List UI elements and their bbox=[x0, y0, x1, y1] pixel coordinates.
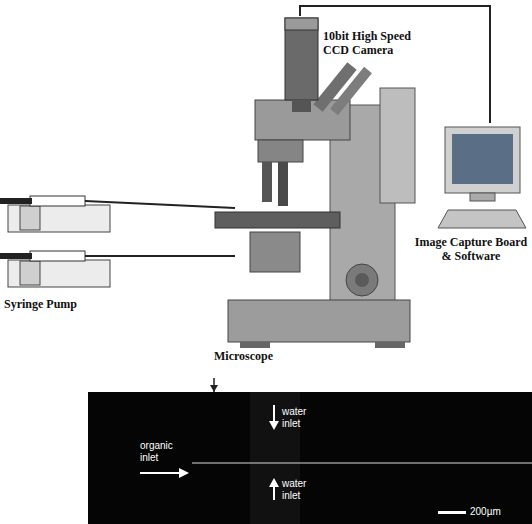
microscope-illustration-part bbox=[215, 212, 340, 228]
image-annotation: water inlet bbox=[282, 478, 316, 501]
syringe-pump-illustration-part bbox=[8, 260, 110, 287]
computer-illustration-part bbox=[452, 134, 513, 184]
microscope-illustration-part bbox=[355, 273, 369, 287]
microscope-illustration-part bbox=[334, 70, 368, 112]
component-label: Microscope bbox=[212, 350, 275, 364]
computer-illustration-part bbox=[438, 210, 526, 228]
micrograph-panel: water inlet organic inlet water inlet 200µm bbox=[88, 392, 532, 524]
component-label: Syringe Pump bbox=[4, 298, 109, 312]
view-arrow bbox=[210, 378, 218, 392]
syringe-tube bbox=[115, 256, 210, 257]
ccd-camera-illustration-part bbox=[285, 18, 318, 100]
syringe-pump-illustration-part bbox=[0, 253, 32, 259]
microscope-illustration-part bbox=[250, 232, 300, 272]
syringe-pump-illustration-part bbox=[0, 198, 32, 204]
image-annotation: 200µm bbox=[470, 506, 520, 518]
syringe-pump-illustration-part bbox=[8, 205, 110, 232]
syringe-pump-illustration-part bbox=[20, 206, 40, 230]
view-arrow-part bbox=[210, 385, 218, 392]
camera-cable bbox=[300, 6, 490, 123]
camera-label-box: 10bit High Speed CCD Camera bbox=[283, 16, 425, 106]
syringe-pump-illustration-part bbox=[85, 255, 118, 257]
microscope-illustration bbox=[215, 66, 415, 348]
micrograph-image bbox=[88, 392, 532, 524]
microscope-illustration-part bbox=[262, 162, 272, 202]
microscope-illustration-part bbox=[240, 342, 270, 348]
computer-box: Image Capture Board & Software bbox=[412, 123, 532, 275]
camera-cable-part bbox=[300, 6, 490, 123]
image-annotation: organic inlet bbox=[140, 440, 182, 463]
computer-illustration-part bbox=[445, 127, 520, 193]
microscope-illustration-part bbox=[380, 88, 415, 203]
syringe-pump-illustration-part bbox=[30, 196, 85, 206]
syringe-pump-illustration-part bbox=[30, 251, 85, 261]
microscope-illustration-part bbox=[278, 162, 288, 206]
computer-illustration-part bbox=[470, 193, 495, 201]
microscope-box: Microscope bbox=[210, 56, 415, 378]
syringe-pump-illustration-part bbox=[210, 255, 235, 257]
micrograph-image-part bbox=[438, 511, 466, 514]
micrograph-image-part bbox=[140, 472, 180, 474]
microscope-illustration-part bbox=[375, 342, 405, 348]
microscope-illustration-part bbox=[346, 264, 378, 296]
micrograph-image-part bbox=[269, 421, 279, 430]
ccd-camera-illustration-part bbox=[292, 100, 311, 112]
ccd-camera-illustration bbox=[285, 18, 318, 112]
micrograph-image-part bbox=[273, 405, 275, 422]
micrograph-image-part bbox=[179, 468, 189, 478]
syringe-tube-part bbox=[115, 255, 210, 257]
ccd-camera-illustration-part bbox=[285, 18, 318, 30]
microscope-illustration-part bbox=[228, 300, 410, 342]
image-annotation: water inlet bbox=[282, 406, 316, 429]
syringe-pump-illustration-part bbox=[20, 261, 40, 285]
syringe-pump-box: Syringe Pump bbox=[2, 188, 115, 323]
syringe-pump-illustration-part bbox=[85, 201, 235, 208]
computer-illustration bbox=[438, 127, 526, 228]
syringe-pump-illustration bbox=[0, 196, 235, 287]
micrograph-image-part bbox=[269, 478, 279, 487]
component-label: 10bit High Speed CCD Camera bbox=[323, 30, 423, 58]
microscope-illustration-part bbox=[258, 140, 303, 162]
micrograph-image-part bbox=[192, 463, 532, 464]
component-label: Image Capture Board & Software bbox=[412, 236, 530, 264]
micrograph-image-part bbox=[88, 392, 532, 524]
micrograph-image-part bbox=[273, 486, 275, 500]
